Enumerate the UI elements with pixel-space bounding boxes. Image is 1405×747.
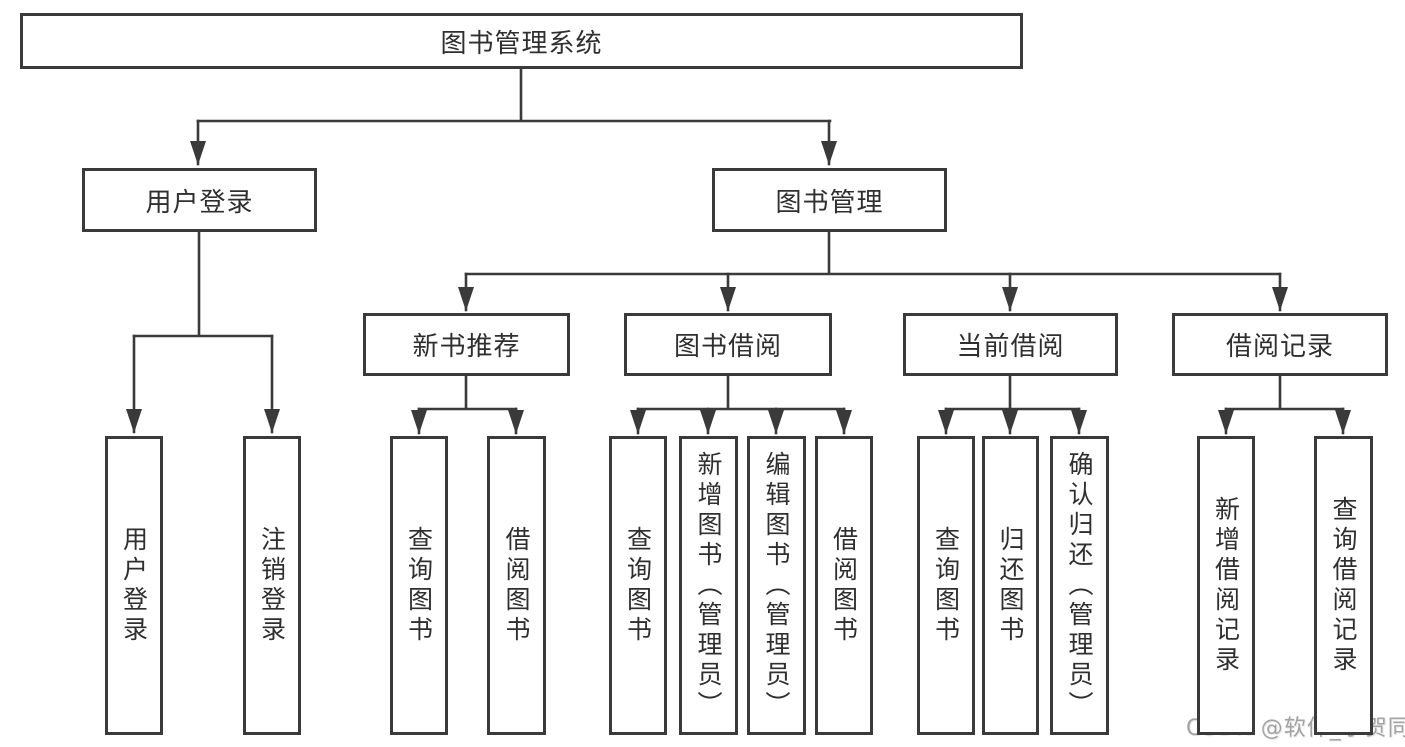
leaf-query-books-recommend: 查询图书 xyxy=(390,436,448,735)
leaf-edit-books-admin-label: 编辑图书（管理员） xyxy=(762,450,791,721)
leaf-borrow-books-label: 借阅图书 xyxy=(829,525,859,646)
leaf-user-login-label: 用户登录 xyxy=(119,525,149,646)
leaf-confirm-return-admin: 确认归还（管理员） xyxy=(1050,436,1109,735)
node-root-library-system: 图书管理系统 xyxy=(20,13,1023,69)
node-current-borrow: 当前借阅 xyxy=(903,313,1118,376)
leaf-borrow-books: 借阅图书 xyxy=(815,436,873,735)
leaf-edit-books-admin: 编辑图书（管理员） xyxy=(747,436,806,735)
leaf-confirm-return-admin-label: 确认归还（管理员） xyxy=(1065,450,1094,721)
node-book-borrow: 图书借阅 xyxy=(624,313,832,376)
leaf-return-books-label: 归还图书 xyxy=(996,525,1025,646)
leaf-query-borrow-record-label: 查询借阅记录 xyxy=(1329,495,1358,676)
leaf-query-books-current-label: 查询图书 xyxy=(931,525,961,646)
leaf-query-books-borrow-label: 查询图书 xyxy=(623,525,653,646)
leaf-query-books-borrow: 查询图书 xyxy=(609,436,667,735)
node-user-login: 用户登录 xyxy=(82,168,317,232)
node-book-management: 图书管理 xyxy=(712,168,947,232)
leaf-query-books-recommend-label: 查询图书 xyxy=(404,525,434,646)
leaf-logout: 注销登录 xyxy=(243,436,301,735)
leaf-logout-label: 注销登录 xyxy=(257,525,287,646)
leaf-add-books-admin-label: 新增图书（管理员） xyxy=(694,450,723,721)
leaf-return-books: 归还图书 xyxy=(982,436,1039,735)
leaf-add-borrow-record: 新增借阅记录 xyxy=(1197,436,1255,735)
node-borrow-records: 借阅记录 xyxy=(1172,313,1388,376)
leaf-borrow-books-recommend-label: 借阅图书 xyxy=(502,525,531,646)
leaf-query-borrow-record: 查询借阅记录 xyxy=(1314,436,1373,735)
leaf-add-books-admin: 新增图书（管理员） xyxy=(679,436,738,735)
leaf-borrow-books-recommend: 借阅图书 xyxy=(487,436,546,735)
node-new-book-recommend: 新书推荐 xyxy=(363,313,570,376)
leaf-user-login: 用户登录 xyxy=(105,436,163,735)
leaf-add-borrow-record-label: 新增借阅记录 xyxy=(1211,495,1241,676)
leaf-query-books-current: 查询图书 xyxy=(917,436,975,735)
